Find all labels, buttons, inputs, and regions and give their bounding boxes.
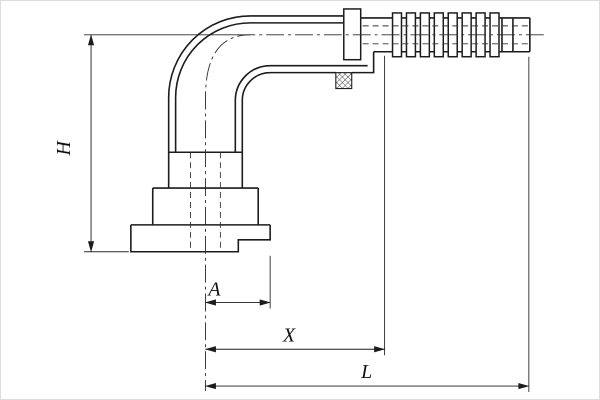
extension-lines xyxy=(84,34,530,393)
dim-label-X: X xyxy=(282,324,296,346)
elbow-outer-profile xyxy=(167,15,344,189)
o-ring-seal xyxy=(335,72,353,90)
centerline xyxy=(205,34,544,392)
dim-label-H: H xyxy=(53,139,75,156)
socket-sleeve-bottom xyxy=(241,51,375,101)
shank-collar xyxy=(343,8,362,61)
dim-label-L: L xyxy=(360,361,372,383)
elbow-inner-wall xyxy=(174,22,368,153)
hidden-bore-lines xyxy=(190,25,528,250)
flange-outline xyxy=(130,151,271,253)
dim-label-A: A xyxy=(206,279,221,301)
